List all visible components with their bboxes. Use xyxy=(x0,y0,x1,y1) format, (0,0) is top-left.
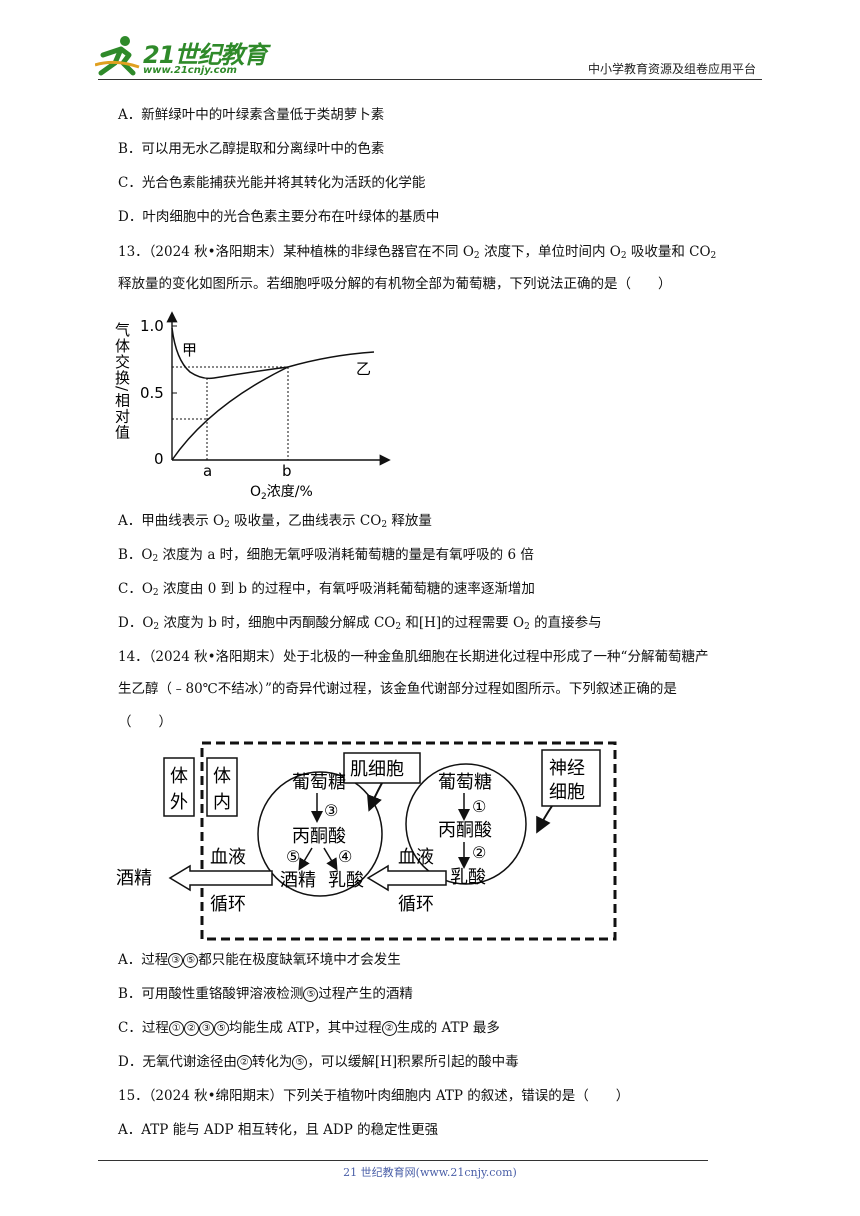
y-tick-0: 0 xyxy=(154,450,164,468)
inside-label-2: 内 xyxy=(213,792,231,813)
muscle-glucose: 葡萄糖 xyxy=(292,772,346,793)
nerve-lactate: 乳酸 xyxy=(450,867,486,888)
q13-gas-exchange-chart: 1.0 0.5 0 a b 气体交换/相对值 O2浓度/% 甲 乙 xyxy=(113,311,391,502)
q13-stem-line2: 释放量的变化如图所示。若细胞呼吸分解的有机物全部为葡萄糖，下列说法正确的是（ ） xyxy=(118,276,672,292)
step-4: ④ xyxy=(338,847,352,866)
logo-url: www.21cnjy.com xyxy=(143,65,237,76)
q13-option-a: A．甲曲线表示 O2 吸收量，乙曲线表示 CO2 释放量 xyxy=(118,513,432,530)
y-tick-1: 1.0 xyxy=(140,317,164,335)
muscle-cell-circle xyxy=(257,771,383,897)
runner-logo-icon xyxy=(94,36,140,76)
q12-option-b: B．可以用无水乙醇提取和分离绿叶中的色素 xyxy=(118,141,385,157)
nerve-glucose: 葡萄糖 xyxy=(438,772,492,793)
blood-label-right-2: 循环 xyxy=(398,894,434,915)
nerve-cell-box xyxy=(541,749,601,807)
inside-label-1: 体 xyxy=(213,766,231,787)
blood-label-right-1: 血液 xyxy=(398,847,434,868)
q14-stem-line2: 生乙醇（﹣80℃不结冰）”的奇异代谢过程，该金鱼代谢部分过程如图所示。下列叙述正… xyxy=(118,681,677,697)
outside-label-2: 外 xyxy=(170,792,188,813)
x-axis-label: O2浓度/% xyxy=(250,484,313,502)
muscle-alcohol: 酒精 xyxy=(280,870,316,891)
blood-arrow-left xyxy=(168,864,273,892)
outside-alcohol: 酒精 xyxy=(116,868,152,889)
q12-option-c: C．光合色素能捕获光能并将其转化为活跃的化学能 xyxy=(118,175,426,191)
blood-label-left-2: 循环 xyxy=(210,894,246,915)
site-logo: 21世纪教育 www.21cnjy.com xyxy=(94,33,267,81)
inside-box xyxy=(206,757,238,817)
q12-option-a: A．新鲜绿叶中的叶绿素含量低于类胡萝卜素 xyxy=(118,107,385,123)
logo-title: 21世纪教育 xyxy=(143,41,267,69)
step-5: ⑤ xyxy=(286,847,300,866)
x-tick-a: a xyxy=(203,462,212,480)
curve-yi xyxy=(171,351,375,461)
q13-stem-line1: 13．（2024 秋•洛阳期末）某种植株的非绿色器官在不同 O2 浓度下，单位时… xyxy=(118,244,717,261)
q15-option-a: A．ATP 能与 ADP 相互转化，且 ADP 的稳定性更强 xyxy=(118,1122,439,1138)
q12-option-d: D．叶肉细胞中的光合色素主要分布在叶绿体的基质中 xyxy=(118,209,440,225)
q14-stem-line1: 14．（2024 秋•洛阳期末）处于北极的一种金鱼肌细胞在长期进化过程中形成了一… xyxy=(118,649,709,665)
q13-option-c: C．O2 浓度由 0 到 b 的过程中，有氧呼吸消耗葡萄糖的速率逐渐增加 xyxy=(118,581,535,598)
q13-option-b: B．O2 浓度为 a 时，细胞无氧呼吸消耗葡萄糖的量是有氧呼吸的 6 倍 xyxy=(118,547,534,564)
nerve-cell-circle xyxy=(405,763,527,885)
label-yi: 乙 xyxy=(356,360,371,378)
header-divider xyxy=(98,79,762,80)
nerve-pyruvate: 丙酮酸 xyxy=(438,820,492,841)
nerve-cell-label-1: 神经 xyxy=(549,758,585,779)
muscle-cell-label: 肌细胞 xyxy=(350,759,404,780)
blood-label-left-1: 血液 xyxy=(210,847,246,868)
q13-option-d: D．O2 浓度为 b 时，细胞中丙酮酸分解成 CO2 和[H]的过程需要 O2 … xyxy=(118,615,602,632)
step-3: ③ xyxy=(324,801,338,820)
q14-metabolism-diagram: 体 外 体 内 肌细胞 神经 细胞 葡萄糖 ③ 丙酮酸 ⑤ ④ 酒精 乳酸 葡萄… xyxy=(116,741,617,941)
step-2: ② xyxy=(472,843,486,862)
platform-label: 中小学教育资源及组卷应用平台 xyxy=(587,62,756,76)
body-boundary xyxy=(200,741,617,941)
x-tick-b: b xyxy=(282,462,292,480)
step-1: ① xyxy=(472,797,486,816)
y-tick-05: 0.5 xyxy=(140,384,164,402)
muscle-lactate: 乳酸 xyxy=(328,870,364,891)
q14-stem-line3: （ ） xyxy=(118,714,172,730)
nerve-cell-label-2: 细胞 xyxy=(549,782,585,803)
footer-divider xyxy=(98,1160,708,1161)
curve-jia xyxy=(171,327,289,380)
muscle-pyruvate: 丙酮酸 xyxy=(292,826,346,847)
outside-box xyxy=(163,757,195,817)
outside-label-1: 体 xyxy=(170,766,188,787)
y-axis-label: 气体交换/相对值 xyxy=(113,322,131,440)
label-jia: 甲 xyxy=(182,341,197,359)
blood-arrow-right xyxy=(366,864,447,892)
q15-stem: 15．（2024 秋•绵阳期末）下列关于植物叶肉细胞内 ATP 的叙述，错误的是… xyxy=(118,1088,630,1104)
footer-site: 21 世纪教育网(www.21cnjy.com) xyxy=(343,1166,517,1179)
